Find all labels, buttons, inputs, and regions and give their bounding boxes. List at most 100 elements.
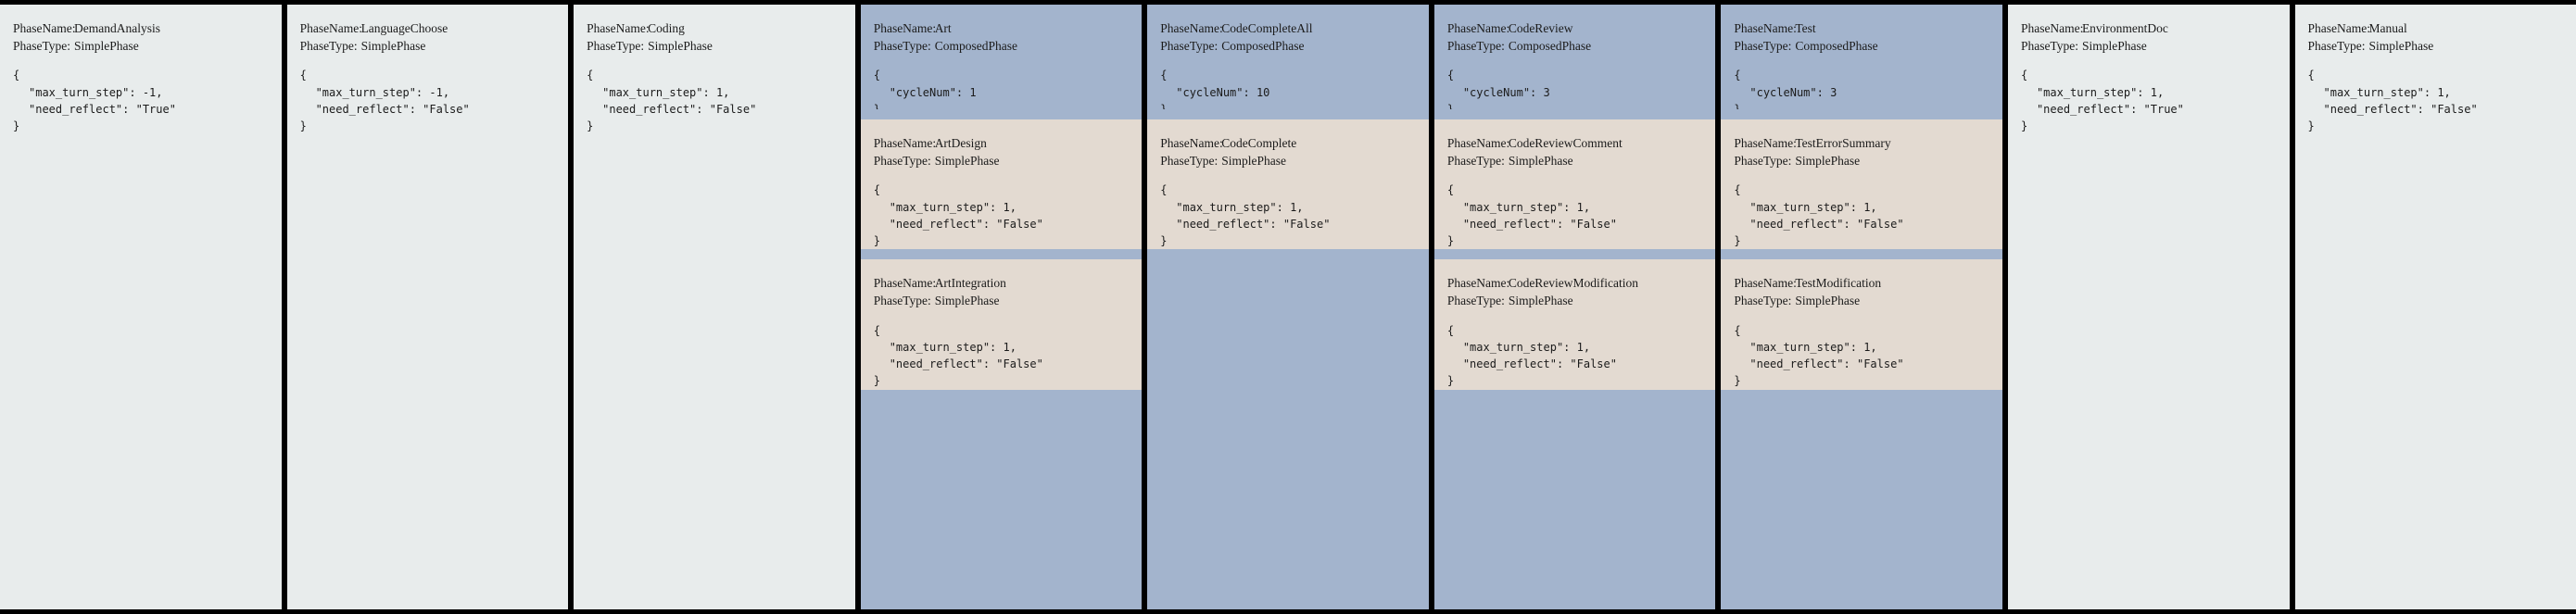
phase-config-json: { "max_turn_step": 1,"need_reflect": "Fa… <box>2308 67 2564 134</box>
phase-name-value: CodeReviewModification <box>1508 276 1639 291</box>
sub-phase-name-row: PhaseName:CodeReviewModification <box>1447 274 1703 292</box>
phase-name-value: CodeComplete <box>1221 136 1297 150</box>
phase-name-row: PhaseName:Test <box>1734 19 1989 37</box>
phase-name-value: LanguageChoose <box>360 21 448 35</box>
composed-phase-footer <box>860 389 1143 609</box>
json-config-line: "max_turn_step": -1, <box>315 85 450 99</box>
phase-type-label: PhaseType: <box>587 39 645 54</box>
json-brace-open: { <box>1734 69 1741 82</box>
phase-type-row: PhaseType:ComposedPhase <box>1734 37 1989 55</box>
json-brace-close: } <box>1734 374 1741 388</box>
phase-config-json: { "max_turn_step": 1,"need_reflect": "Fa… <box>1447 182 1703 249</box>
phase-config-json: { "max_turn_step": 1,"need_reflect": "Fa… <box>1734 182 1989 249</box>
phase-name-value: ArtDesign <box>934 136 987 150</box>
json-config-line: "max_turn_step": 1, <box>2323 85 2451 99</box>
phase-name-label: PhaseName: <box>1446 136 1510 150</box>
phase-type-row: PhaseType:ComposedPhase <box>1160 37 1416 55</box>
phase-type-row: PhaseType:SimplePhase <box>2021 37 2277 55</box>
sub-phase-type-row: PhaseType:SimplePhase <box>874 152 1130 169</box>
json-brace-open: { <box>13 69 20 82</box>
sub-phase-name-row: PhaseName:CodeComplete <box>1160 134 1416 152</box>
phase-config-json: { "max_turn_step": -1,"need_reflect": "F… <box>300 67 556 134</box>
phase-config-json: { "cycleNum": 10} <box>1160 67 1416 118</box>
phase-name-value: CodeCompleteAll <box>1221 21 1313 35</box>
phase-name-row: PhaseName:Coding <box>587 19 842 37</box>
phase-type-value: SimplePhase <box>1508 294 1573 308</box>
json-brace-close: } <box>873 234 880 248</box>
sub-phase-type-row: PhaseType:SimplePhase <box>1160 152 1416 169</box>
sub-phase-divider <box>860 109 1143 119</box>
json-config-line: "max_turn_step": 1, <box>889 340 1017 354</box>
json-config-line: "need_reflect": "False" <box>889 357 1043 371</box>
phase-config-json: { "max_turn_step": 1,"need_reflect": "Fa… <box>1734 322 1989 390</box>
phase-name-row: PhaseName:EnvironmentDoc <box>2021 19 2277 37</box>
json-config-line: "max_turn_step": 1, <box>1749 200 1877 214</box>
phase-name-value: EnvironmentDoc <box>2081 21 2168 35</box>
phase-type-label: PhaseType: <box>13 39 71 54</box>
json-config-line: "max_turn_step": 1, <box>1749 340 1877 354</box>
sub-phase-empty-slot <box>1147 259 1429 365</box>
json-config-line: "max_turn_step": 1, <box>2036 85 2165 99</box>
phase-config-json: { "max_turn_step": 1,"need_reflect": "Fa… <box>587 67 842 134</box>
sub-phase-type-row: PhaseType:SimplePhase <box>1734 152 1989 169</box>
json-brace-open: { <box>1160 183 1168 197</box>
sub-phase-divider <box>1147 109 1429 119</box>
phase-type-value: SimplePhase <box>1508 154 1573 169</box>
phase-config-json: { "max_turn_step": 1,"need_reflect": "Fa… <box>1160 182 1416 249</box>
phase-type-label: PhaseType: <box>1160 39 1219 54</box>
json-config-line: "cycleNum": 3 <box>1462 85 1550 99</box>
phase-type-row: PhaseType:ComposedPhase <box>1447 37 1703 55</box>
phase-type-label: PhaseType: <box>1446 294 1505 308</box>
phase-name-row: PhaseName:LanguageChoose <box>300 19 556 37</box>
phase-name-label: PhaseName: <box>2307 21 2370 35</box>
json-brace-close: } <box>1734 103 1740 116</box>
json-brace-close: } <box>2020 119 2028 133</box>
phase-name-label: PhaseName: <box>299 21 363 35</box>
json-config-line: "max_turn_step": 1, <box>889 200 1017 214</box>
json-config-line: "need_reflect": "False" <box>1462 217 1617 231</box>
phase-name-value: Manual <box>2368 21 2407 35</box>
sub-phase-name-row: PhaseName:CodeReviewComment <box>1447 134 1703 152</box>
sub-phase-type-row: PhaseType:SimplePhase <box>1734 292 1989 309</box>
sub-phase-divider <box>1433 109 1716 119</box>
phase-name-value: CodeReviewComment <box>1508 136 1623 150</box>
json-config-line: "cycleNum": 3 <box>1749 85 1837 99</box>
json-brace-close: } <box>587 119 594 133</box>
phase-config-json: { "max_turn_step": 1,"need_reflect": "Tr… <box>2021 67 2277 134</box>
json-brace-open: { <box>1446 183 1455 197</box>
phase-name-label: PhaseName: <box>587 21 650 35</box>
phase-config-json: { "max_turn_step": 1,"need_reflect": "Fa… <box>874 182 1130 249</box>
phase-type-value: SimplePhase <box>360 39 426 54</box>
phase-name-value: TestErrorSummary <box>1795 136 1891 150</box>
json-brace-close: } <box>13 119 20 133</box>
phase-type-row: PhaseType:SimplePhase <box>2308 37 2564 55</box>
phase-type-value: ComposedPhase <box>1221 39 1305 54</box>
phase-type-value: SimplePhase <box>1795 154 1861 169</box>
sub-phase-type-row: PhaseType:SimplePhase <box>874 292 1130 309</box>
json-config-line: "max_turn_step": 1, <box>1462 340 1591 354</box>
phase-config-json: { "max_turn_step": 1,"need_reflect": "Fa… <box>874 322 1130 390</box>
phase-config-json: { "cycleNum": 1} <box>874 67 1130 118</box>
phase-name-label: PhaseName: <box>13 21 76 35</box>
phase-type-value: SimplePhase <box>934 154 1000 169</box>
phase-type-row: PhaseType:SimplePhase <box>300 37 556 55</box>
phase-name-row: PhaseName:Art <box>874 19 1130 37</box>
sub-phase-name-row: PhaseName:ArtDesign <box>874 134 1130 152</box>
